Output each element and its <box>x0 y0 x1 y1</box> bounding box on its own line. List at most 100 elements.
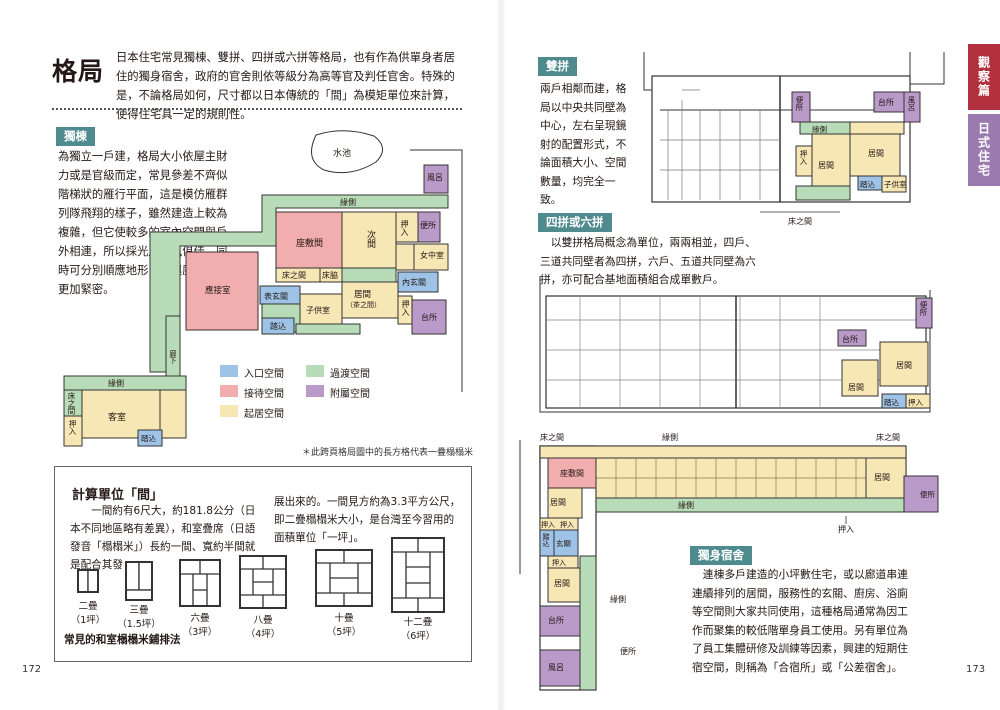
tatami-ping: （1.5坪） <box>117 619 161 630</box>
legend-swatch-living <box>220 405 238 417</box>
zashiki-room <box>275 211 343 269</box>
quad-description: 以雙拼格局概念為單位，兩兩相並，四戶、三道共同壁者為四拼，六戶、五道共同壁為六拼… <box>540 236 756 286</box>
label-jochu: 女中室 <box>420 251 444 260</box>
tatami-ping: （6坪） <box>400 631 436 642</box>
unit-box-text-2: 展出來的。一間見方約為3.3平方公尺，即二疊榻榻米大小，是台灣至今習用的面積單位… <box>274 496 461 544</box>
dorm-label-genkan: 玄關 <box>556 539 571 548</box>
dorm-label-tokonoma-2: 床之間 <box>876 433 900 442</box>
dbl-label-entry: 踏込 <box>860 180 875 189</box>
unit-box-text-1: 一間約有6尺大，約181.8公分（日本不同地區略有差異），和室疊席（日語發音「榻… <box>70 505 256 571</box>
label-ima: 居間 <box>354 290 372 300</box>
legend-swatch-entry <box>220 365 238 377</box>
quad-label-oshiire: 押入 <box>908 398 923 407</box>
legend-label-service: 附屬空間 <box>330 389 370 400</box>
dorm-label-engawa-3: 緣側 <box>610 595 626 604</box>
dorm-label-bath: 風呂 <box>548 663 564 672</box>
legend-label-reception: 接待空間 <box>244 389 284 400</box>
dorm-label-zashiki: 座敷間 <box>560 469 584 478</box>
side-tab-observation: 觀察篇 <box>968 44 1000 110</box>
tatami-item-3: 三疊 （1.5坪） <box>116 604 162 632</box>
page-title: 格局 <box>52 57 105 86</box>
dbl-label-oshiire: 押入 <box>799 150 808 165</box>
label-zashiki: 座敷間 <box>296 239 324 249</box>
label-engawa: 緣側 <box>340 198 356 207</box>
label-toilet: 便所 <box>420 221 436 230</box>
label-omote-genkan: 表玄關 <box>264 292 288 301</box>
tatami-item-8: 八疊 （4坪） <box>243 614 283 642</box>
section-label-dorm: 獨身宿舍 <box>690 546 752 565</box>
dorm-label-engawa-2: 緣側 <box>678 501 694 510</box>
label-tsugi: 次間 <box>365 230 375 248</box>
tsugi-room <box>341 211 397 269</box>
label-engawa-2: 緣側 <box>108 379 124 388</box>
legend-swatch-passage <box>306 365 324 377</box>
section-label-double: 雙拼 <box>538 57 577 76</box>
tatami-item-10: 十疊（5坪） <box>324 612 364 640</box>
tatami-name: 十二疊 <box>403 617 433 628</box>
tatami-name: 八疊 <box>253 615 273 626</box>
label-bath: 風呂 <box>427 173 443 182</box>
dbl-label-engawa: 緣側 <box>812 125 827 134</box>
intro-paragraph: 日本住宅常見獨棟、雙拼、四拼或六拼等格局，也有作為供單身者居住的獨身宿舍，政府的… <box>116 51 455 121</box>
label-kitchen: 台所 <box>421 313 437 322</box>
dorm-label-toilet-2: 便所 <box>620 647 636 656</box>
label-tokonoma-2: 床之間 <box>67 392 76 415</box>
tatami-item-12: 十二疊 （6坪） <box>396 616 440 644</box>
quad-label-kitchen: 台所 <box>842 335 858 344</box>
legend-label-passage: 過渡空間 <box>330 369 370 380</box>
dorm-label-tokonoma-1: 床之間 <box>540 433 564 442</box>
dbl-label-ima-2: 居間 <box>868 149 884 158</box>
dorm-label-ima-2: 居間 <box>550 498 566 507</box>
label-fumikomi: 踏込 <box>270 322 286 331</box>
tatami-item-2: 二疊 （1坪） <box>70 600 106 628</box>
dorm-label-oshiire-4: 押入 <box>552 559 566 567</box>
tatami-ping: （4坪） <box>245 629 281 640</box>
dbl-label-ima-1: 居間 <box>818 161 834 170</box>
tatami-name: 二疊 <box>78 601 98 612</box>
side-tab-japanese-house: 日式住宅 <box>968 114 1000 186</box>
page-number-left: 172 <box>22 664 42 675</box>
label-reception: 應接室 <box>205 286 231 296</box>
single-description: 為獨立一戶建，格局大小依屋主財力或是官級而定，常見參差不齊似階梯狀的雁行平面，這… <box>58 150 228 296</box>
dorm-description: 連棟多戶建造的小坪數住宅，或以廊道串連連續排列的居間，服務性的玄關、廚房、浴廁等… <box>692 568 908 674</box>
label-oshiire-3: 押入 <box>68 420 77 435</box>
legend-label-living: 起居空間 <box>244 409 284 420</box>
label-guest: 客室 <box>108 413 127 423</box>
unit-box-title: 計算單位「間」 <box>72 488 164 503</box>
plan-note: ＊此跨頁格局圖中的長方格代表一疊榻榻米 <box>302 448 474 458</box>
dbl-label-kodomo: 子供室 <box>884 180 907 189</box>
label-tokonoma: 床之間 <box>282 271 306 280</box>
double-description: 兩戶相鄰而建，格局以中央共同壁為中心，左右呈現鏡射的配置形式，不論面積大小、空間… <box>540 82 627 206</box>
tatami-ping: （1坪） <box>70 615 106 626</box>
dbl-label-toilet: 便所 <box>795 96 804 111</box>
quad-label-ima-2: 居間 <box>848 383 864 392</box>
dorm-label-toilet-1: 便所 <box>920 490 935 499</box>
page-number-right: 173 <box>966 664 986 675</box>
unit-info-box <box>54 466 472 662</box>
tatami-ping: （3坪） <box>182 627 218 638</box>
quad-label-entry: 踏込 <box>884 398 899 407</box>
legend-swatch-service <box>306 385 324 397</box>
pond-shape <box>311 130 383 174</box>
section-label-quad: 四拼或六拼 <box>538 213 612 232</box>
tatami-name: 六疊 <box>190 613 210 624</box>
dbl-label-tokonoma: 床之間 <box>788 217 812 226</box>
tatami-ping: （5坪） <box>326 627 362 638</box>
tatami-name: 三疊 <box>129 605 149 616</box>
dorm-label-oshiire-2: 押入 <box>541 521 555 529</box>
section-label-single: 獨棟 <box>56 127 95 146</box>
dorm-label-ima-3: 居間 <box>554 579 570 588</box>
label-pond: 水池 <box>333 149 352 159</box>
dbl-label-bath: 風呂 <box>907 96 916 111</box>
tatami-item-6: 六疊 （3坪） <box>180 612 220 640</box>
label-kodomo: 子供室 <box>306 306 330 315</box>
label-oshiire-2: 押入 <box>401 300 410 316</box>
label-fumikomi-2: 踏込 <box>141 434 156 443</box>
dorm-label-engawa-1: 緣側 <box>662 433 678 442</box>
legend-swatch-reception <box>220 385 238 397</box>
dorm-label-ima-1: 居間 <box>874 473 890 482</box>
